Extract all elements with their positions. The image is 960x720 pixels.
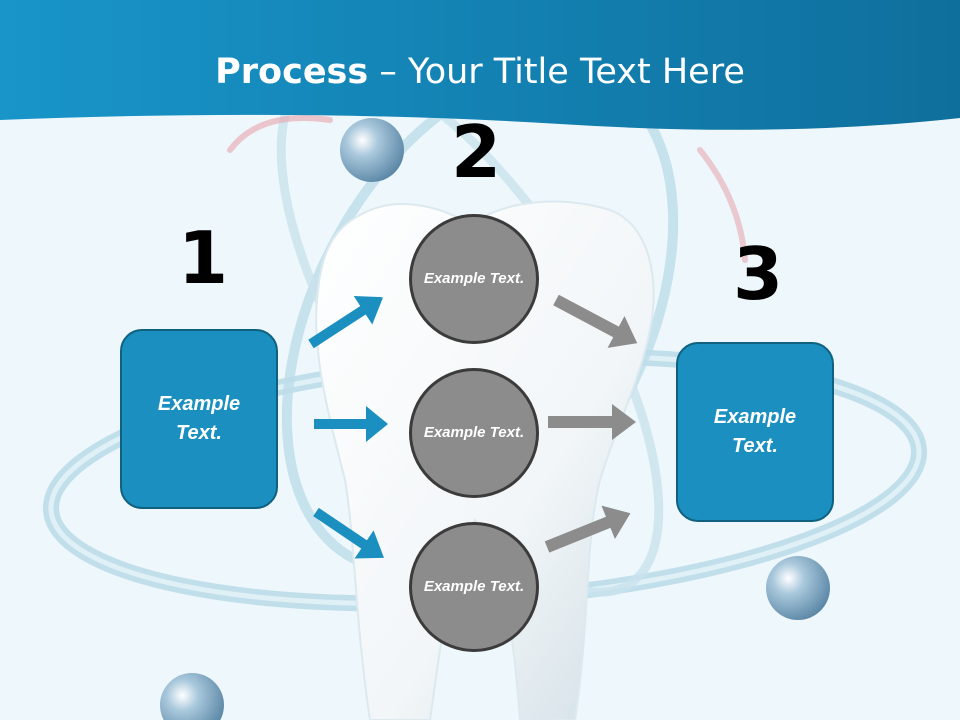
page-title: Process – Your Title Text Here [0, 52, 960, 92]
process-circle-middle: Example Text. [409, 368, 539, 498]
orbit-sphere [160, 673, 224, 720]
title-rest-text: – Your Title Text Here [368, 52, 745, 92]
step-3-box: Example Text. [676, 342, 834, 522]
arrow-up-right-icon [308, 295, 384, 349]
orbit-sphere [340, 118, 404, 182]
step-number-2: 2 [451, 110, 502, 194]
header-band [0, 0, 960, 130]
circle-text: Example Text. [423, 423, 525, 441]
title-bold-text: Process [215, 52, 369, 92]
step-1-text: Example Text. [157, 393, 241, 444]
circle-text: Example Text. [423, 577, 525, 595]
arrow-right-icon [548, 404, 636, 440]
gray-arrows [544, 294, 638, 553]
blue-arrows [308, 295, 388, 559]
arrow-down-right-icon [553, 294, 638, 348]
circle-text: Example Text. [423, 269, 525, 287]
orbit-sphere [766, 556, 830, 620]
arrow-right-icon [314, 406, 388, 442]
step-number-3: 3 [733, 232, 784, 316]
step-3-text: Example Text. [713, 406, 797, 457]
process-circle-top: Example Text. [409, 214, 539, 344]
arrow-up-right-icon [544, 505, 631, 553]
step-1-box: Example Text. [120, 329, 278, 509]
step-number-1: 1 [178, 216, 229, 300]
arrow-down-right-icon [313, 507, 384, 559]
process-circle-bottom: Example Text. [409, 522, 539, 652]
